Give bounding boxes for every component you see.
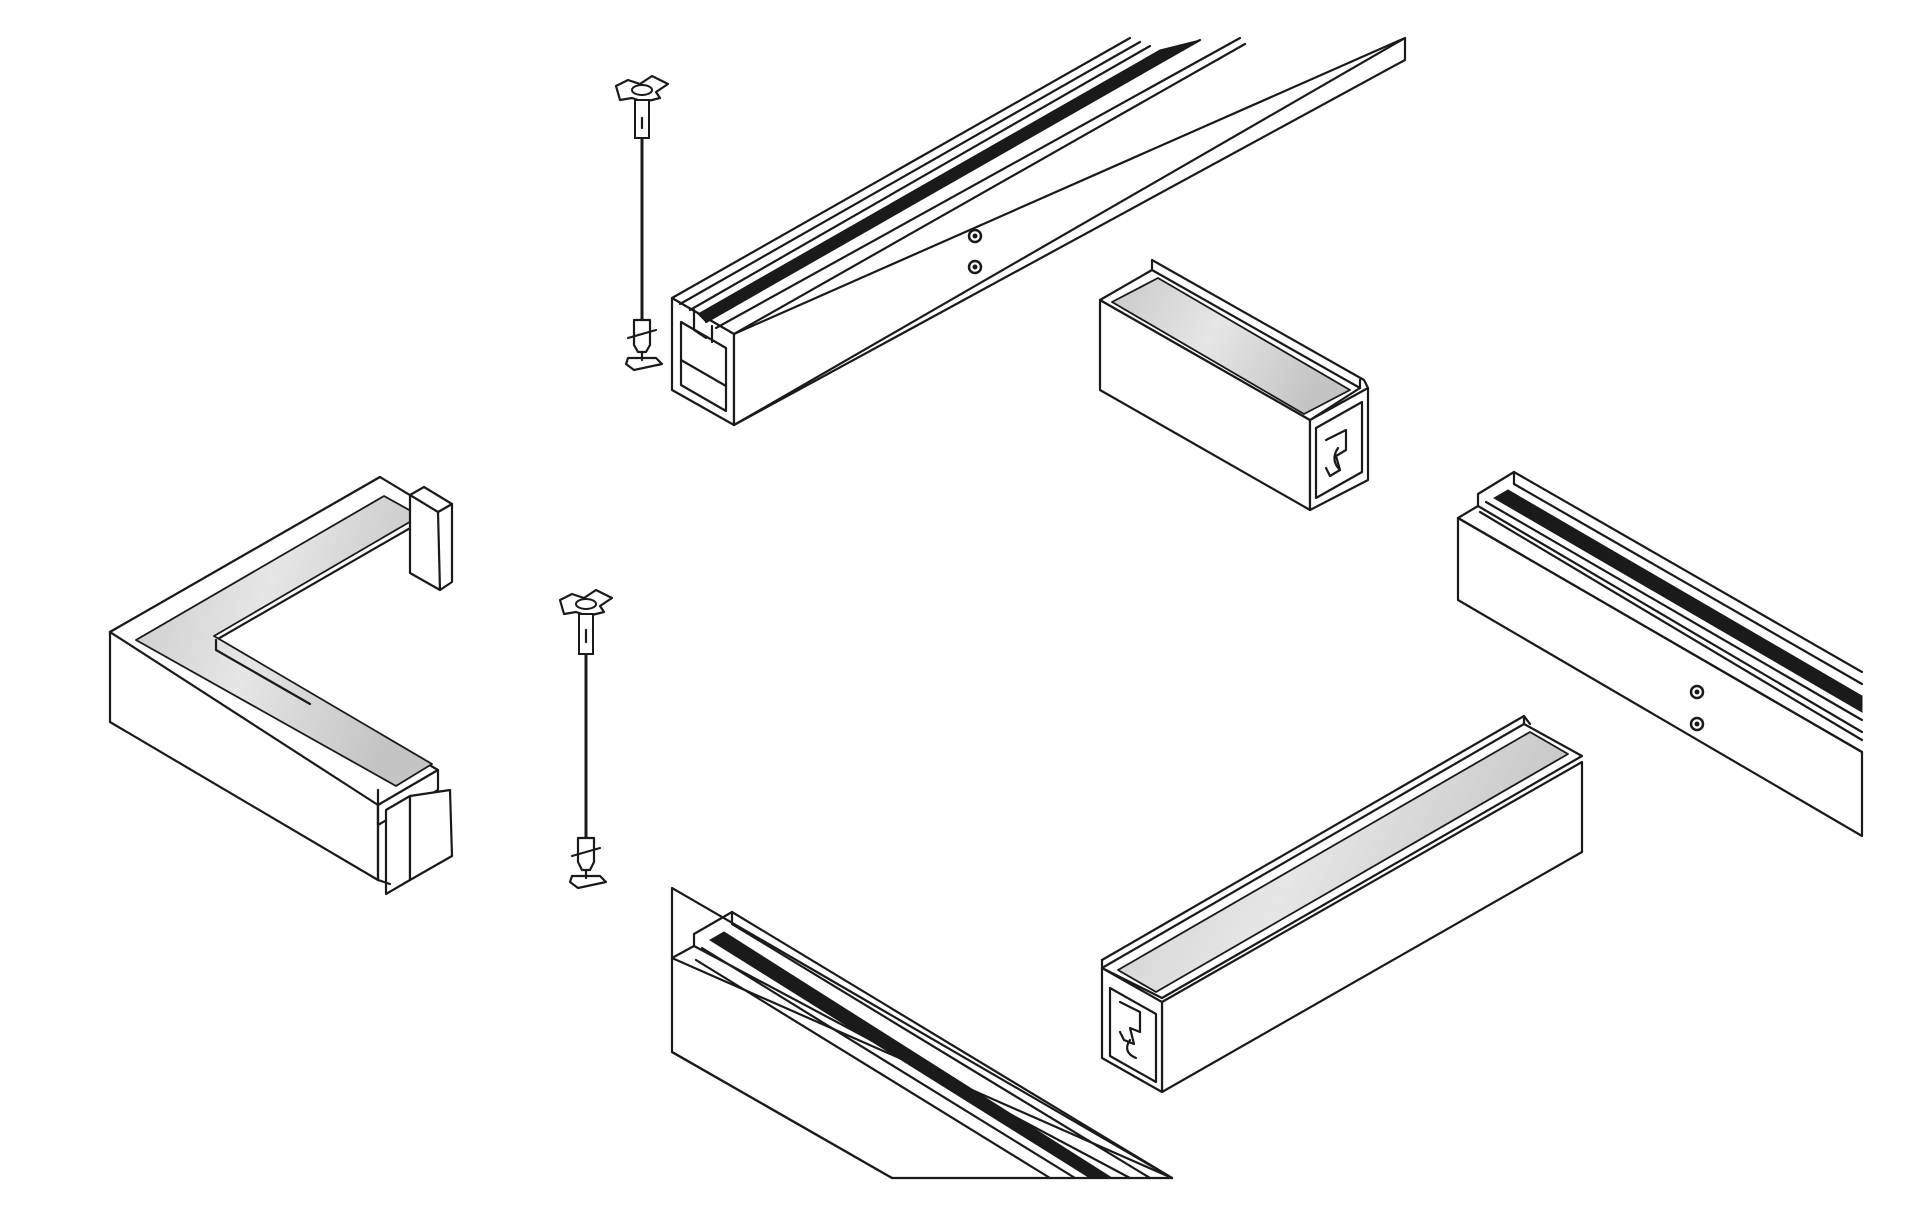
long-profile-with-diffuser — [1100, 714, 1584, 1094]
straight-profile-rail-top — [670, 36, 1407, 427]
straight-profile-rail-right — [1456, 470, 1864, 838]
corner-connector-l — [108, 475, 454, 896]
suspension-cable-lower — [558, 588, 614, 890]
straight-profile-rail-bottom — [670, 886, 1174, 1180]
suspension-cable-upper — [614, 74, 670, 372]
short-profile-with-diffuser — [1098, 258, 1370, 512]
